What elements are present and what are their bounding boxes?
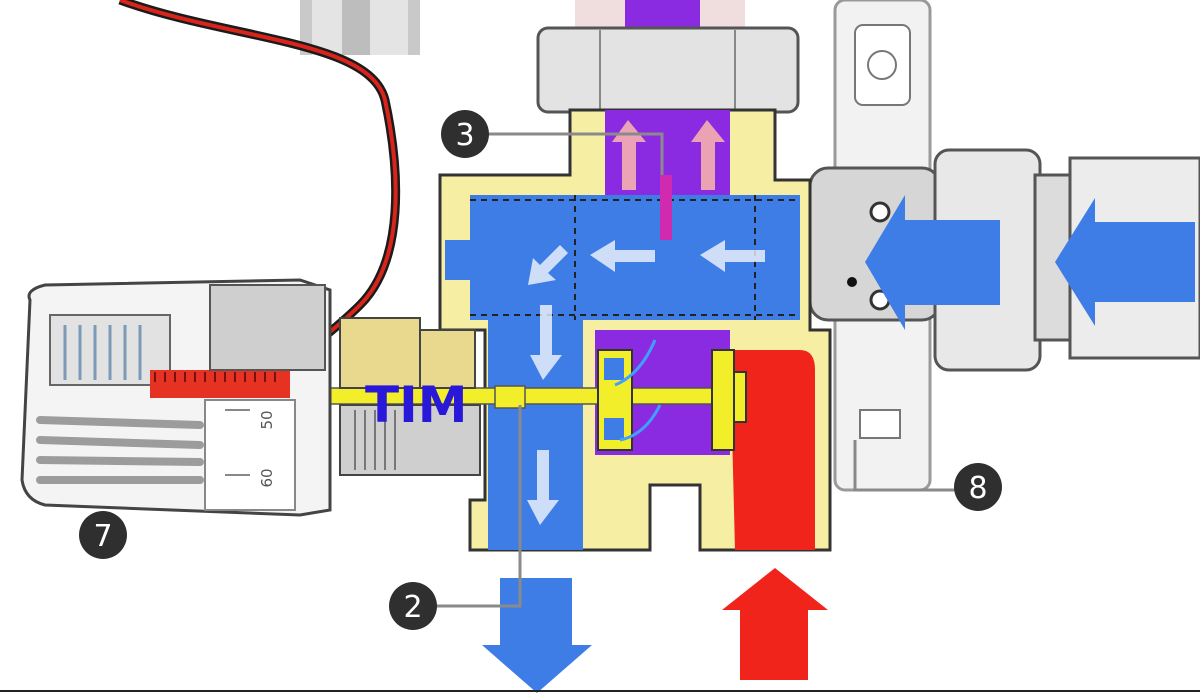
cold-inlet-arrow-icon [865,195,1195,330]
top-mounting-bolt [300,0,420,55]
svg-text:3: 3 [455,118,474,153]
mixing-spring [660,175,672,240]
flow-arrow-icon [614,339,662,442]
svg-text:2: 2 [403,590,422,625]
packing-gland [339,317,481,476]
hot-inlet-arrow-icon [722,568,828,680]
hot-water-chamber [730,350,815,550]
cold-water-chamber [445,195,800,550]
callout-badge-8: 8 [954,463,1002,511]
callout-badge-7: 7 [79,511,127,559]
valve-spindle [319,349,747,451]
scale-mark-50: 50 [258,410,276,429]
brand-label: TIM [365,376,467,434]
outlet-arrow-icon [482,578,592,693]
callout-badge-3: 3 [441,110,489,158]
flow-arrow-icon [527,240,765,525]
svg-text:8: 8 [968,471,987,506]
thermostatic-head [20,278,332,517]
flow-arrow-icon [612,120,725,190]
callout-badge-2: 2 [389,582,437,630]
svg-text:7: 7 [93,519,112,554]
scale-mark-60: 60 [258,468,276,487]
top-union-nut [536,0,800,114]
callout-leader-lines [436,132,955,608]
